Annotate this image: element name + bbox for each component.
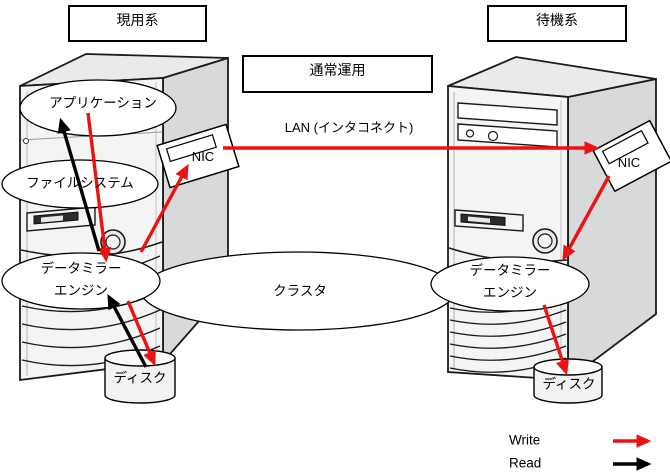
nic-right-card <box>592 119 670 193</box>
write-arrow-engine-to-disk-left <box>126 300 156 367</box>
read-arrow-disk-to-engine <box>107 293 148 368</box>
cluster-label: クラスタ <box>273 283 327 299</box>
legend-write-label: Write <box>509 432 541 448</box>
mirror-engine-right-label: データミラー エンジン <box>470 260 551 304</box>
mirror-engine-left-label: データミラー エンジン <box>41 258 122 302</box>
nic-left-label: NIC <box>191 148 215 164</box>
left-floppy-slot-inner <box>41 215 63 223</box>
mirror-engine-right-line1: データミラー <box>469 263 551 278</box>
write-arrows <box>86 112 611 376</box>
disk-left-cylinder <box>104 349 176 404</box>
disk-right-cylinder <box>533 358 603 404</box>
mirror-engine-left-ellipse <box>1 252 161 310</box>
application-label: アプリケーション <box>49 95 157 111</box>
write-arrow-engine-to-nic <box>139 164 189 253</box>
lan-label: LAN (インタコネクト) <box>284 119 414 135</box>
filesystem-label: ファイルシステム <box>26 175 134 191</box>
standby-system-box: 待機系 <box>487 5 627 42</box>
mirror-engine-left-line2: エンジン <box>54 283 108 298</box>
left-tower-led-icon <box>23 138 29 144</box>
right-panel-button-icon <box>465 129 475 138</box>
right-power-button-inner <box>537 233 553 249</box>
active-system-box: 現用系 <box>68 5 207 42</box>
write-arrow-app-to-engine <box>86 112 112 263</box>
operation-mode-box: 通常運用 <box>242 55 433 93</box>
mirror-engine-right-ellipse <box>430 256 590 312</box>
write-arrow-engine-to-disk-right <box>542 304 569 376</box>
legend-read-label: Read <box>509 455 542 471</box>
active-system-label: 現用系 <box>116 12 159 28</box>
right-drive-bay <box>457 102 558 126</box>
mirror-engine-left-line1: データミラー <box>40 261 122 276</box>
mirror-engine-right-line2: エンジン <box>483 285 537 300</box>
right-floppy-slot-inner <box>468 216 490 223</box>
operation-mode-label: 通常運用 <box>309 62 366 78</box>
nic-right-label: NIC <box>617 154 641 170</box>
standby-system-label: 待機系 <box>536 12 578 28</box>
left-power-button-inner <box>105 234 121 250</box>
disk-left-label: ディスク <box>113 370 167 386</box>
right-panel-button-icon <box>487 130 499 142</box>
disk-right-label: ディスク <box>542 376 596 392</box>
read-arrows <box>57 117 148 368</box>
read-arrow-engine-to-app <box>57 117 101 252</box>
write-arrow-nic-to-engine-right <box>562 175 611 261</box>
